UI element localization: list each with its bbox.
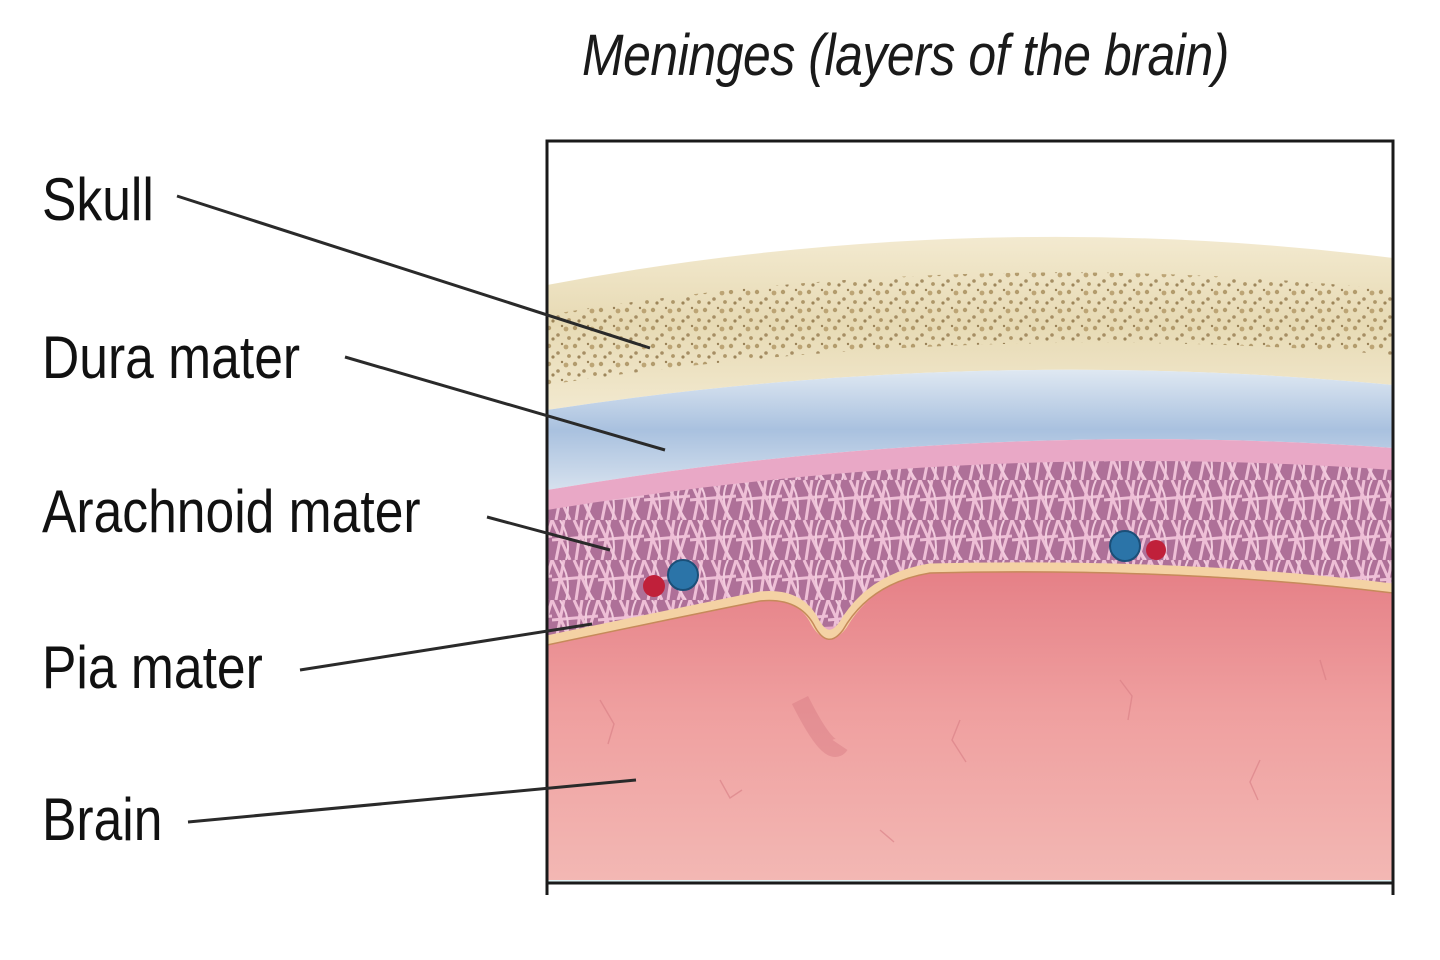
leader-line-arachnoid-mater bbox=[486, 515, 611, 552]
diagram-title: Meninges (layers of the brain) bbox=[582, 23, 1229, 88]
artery-vessel bbox=[643, 575, 665, 597]
illustration-frame bbox=[545, 139, 1395, 895]
dura-mater-layer bbox=[547, 369, 1393, 490]
leader-line-pia-mater bbox=[299, 622, 593, 672]
artery-vessel bbox=[1146, 540, 1166, 560]
label-skull: Skull bbox=[42, 166, 154, 233]
leader-line-skull bbox=[176, 194, 651, 350]
label-pia-mater: Pia mater bbox=[42, 634, 263, 701]
vein-vessel bbox=[667, 559, 699, 591]
label-brain: Brain bbox=[42, 786, 163, 853]
label-arachnoid-mater: Arachnoid mater bbox=[42, 478, 421, 545]
brain-tissue bbox=[547, 566, 1393, 883]
label-dura-mater: Dura mater bbox=[42, 324, 301, 391]
leader-line-dura-mater bbox=[344, 355, 666, 452]
pia-mater-layer bbox=[547, 562, 1393, 645]
vein-vessel bbox=[1109, 530, 1141, 562]
leader-line-brain bbox=[187, 778, 637, 824]
